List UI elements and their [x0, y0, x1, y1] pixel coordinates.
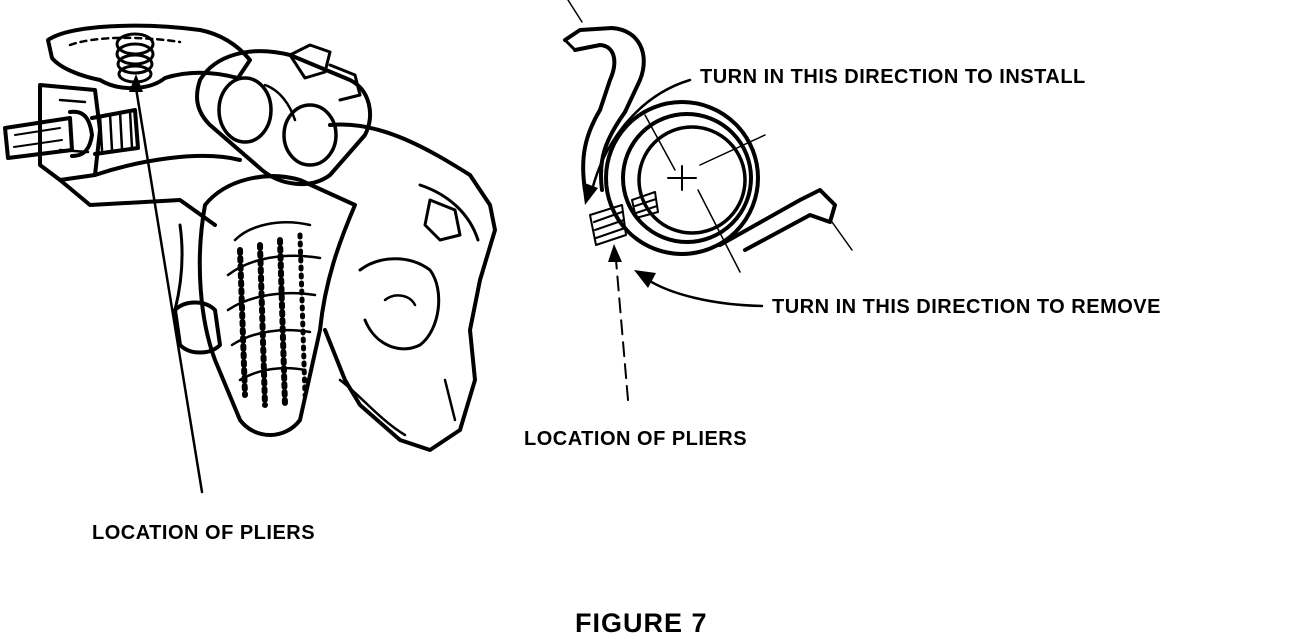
brake-pads	[197, 174, 357, 437]
pliers-jaws	[589, 191, 659, 246]
remove-direction-arrow	[634, 270, 764, 308]
pliers-location-label-left: LOCATION OF PLIERS	[92, 522, 316, 544]
left-pliers-leader	[129, 74, 204, 494]
spring-detail-drawing	[563, 0, 853, 273]
right-pliers-leader	[608, 244, 629, 401]
figure-caption: FIGURE 7	[575, 608, 708, 638]
install-direction-label: TURN IN THIS DIRECTION TO INSTALL	[700, 66, 1086, 88]
caliper-assembly-drawing	[3, 23, 497, 452]
hold-down-spring	[115, 32, 155, 84]
pliers-location-label-right: LOCATION OF PLIERS	[524, 428, 748, 450]
bleeder-screw	[288, 43, 362, 102]
install-direction-arrow	[582, 78, 692, 205]
guide-pin-bolt	[3, 108, 140, 160]
remove-direction-label: TURN IN THIS DIRECTION TO REMOVE	[772, 296, 1161, 318]
